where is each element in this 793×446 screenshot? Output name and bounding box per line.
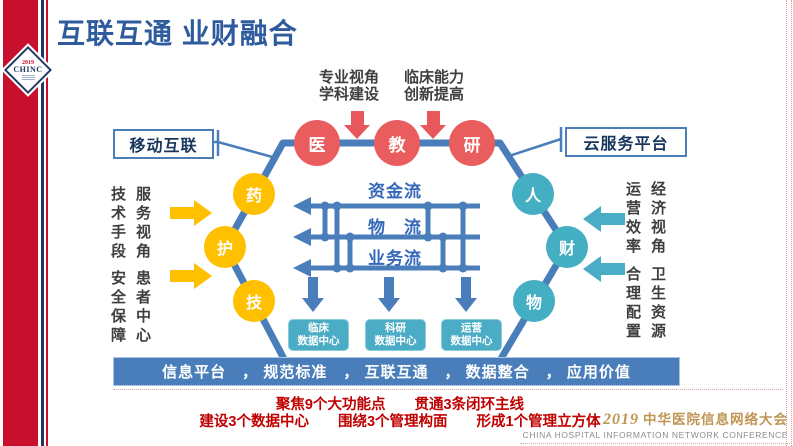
flow-label-material: 物 流 [368,218,422,237]
circle-material: 物 [513,280,555,322]
circle-technology: 技 [233,280,275,322]
vertical-label-col: 安全保障 [109,270,126,346]
flow-label-business: 业务流 [368,249,422,268]
badge-decoration-lines [21,75,35,80]
chinc-badge-content: 2019 CHINC [13,55,43,85]
circle-medical: 医 [294,120,340,166]
teal-left-arrow-icon [583,256,625,282]
yellow-right-arrow-icon [170,263,212,289]
vertical-label-col: 合理配置 [624,266,641,342]
right-bottom-vertical-label: 卫生资源 合理配置 [620,266,670,356]
top-label-line: 创新提高 [403,86,464,103]
cloud-connector-line [505,137,562,159]
blue-down-arrow-icon [302,277,324,312]
data-center-line: 科研 [385,322,406,334]
mobile-connector-line [217,140,277,160]
vertical-label-col: 服务视角 [134,186,151,262]
yellow-right-arrow-icon [170,200,212,226]
conference-logo-year: 2019 [603,411,639,428]
red-down-arrow-icon [344,111,370,139]
vertical-label-col: 运营效率 [624,181,641,257]
cloud-platform-box: 云服务平台 [565,127,687,157]
badge-name: CHINC [13,65,43,74]
ribbon-thin-red-stripe [46,0,48,446]
dotted-guide-horizontal [113,389,783,390]
top-label-line: 临床能力 [403,69,464,86]
vertical-label-col: 卫生资源 [649,266,666,342]
dotted-guide-vertical [791,0,792,446]
mobile-platform-box: 移动互联 [113,129,214,159]
data-center-line: 临床 [308,322,329,334]
top-label-line: 学科建设 [318,86,379,103]
blue-down-arrow-icon [378,277,400,312]
right-top-vertical-label: 经济视角 运营效率 [620,181,670,271]
red-down-arrow-icon [420,111,446,139]
blue-down-arrow-icon [455,277,477,312]
page-title: 互联互通 业财融合 [57,18,298,49]
data-center-line: 数据中心 [374,335,417,347]
dotted-guide-horizontal [520,443,790,444]
circle-finance: 财 [546,226,588,268]
flow-junction-dots [320,201,468,273]
bottom-value-bar: 信息平台 ， 规范标准 ， 互联互通 ， 数据整合 ， 应用价值 [113,357,680,386]
conference-logo-en: CHINA HOSPITAL INFORMATION NETWORK CONFE… [522,430,788,440]
data-center-clinical: 临床 数据中心 [288,319,349,351]
top-label-specialty: 专业视角 学科建设 [299,69,399,103]
circle-pharmacy: 药 [233,173,275,215]
data-center-line: 数据中心 [297,335,340,347]
left-top-vertical-label: 服务视角 技术手段 [105,186,155,276]
circle-nursing: 护 [204,226,246,268]
conference-logo-cn-text: 中华医院信息网络大会 [643,412,788,427]
circle-teaching: 教 [374,120,420,166]
dotted-guide-vertical [786,0,787,446]
top-label-clinical: 临床能力 创新提高 [384,69,484,103]
data-center-research: 科研 数据中心 [365,319,426,351]
data-center-operations: 运营 数据中心 [441,319,502,351]
summary-line-2: 建设3个数据中心 围绕3个管理构面 形成1个管理立方体 [199,414,601,430]
summary-line-1: 聚焦9个大功能点 贯通3条闭环主线 [275,397,525,413]
ribbon-navy-stripe [41,0,44,446]
vertical-label-col: 经济视角 [649,181,666,257]
circle-research: 研 [449,120,495,166]
circle-people: 人 [512,173,554,215]
conference-logo-cn: 2019 中华医院信息网络大会 [523,408,788,429]
flow-arrowhead-material [293,228,311,246]
teal-left-arrow-icon [583,206,625,232]
flow-arrowhead-business [293,259,311,277]
data-center-line: 数据中心 [450,335,493,347]
data-center-line: 运营 [461,322,482,334]
left-bottom-vertical-label: 患者中心 安全保障 [105,270,155,360]
flow-junction-lines [322,206,466,268]
vertical-label-col: 技术手段 [109,186,126,262]
conference-logo: 2019 中华医院信息网络大会 CHINA HOSPITAL INFORMATIO… [523,408,788,440]
flow-label-funds: 资金流 [368,182,422,201]
flow-arrowhead-funds [293,197,311,215]
top-label-line: 专业视角 [318,69,379,86]
vertical-label-col: 患者中心 [134,270,151,346]
